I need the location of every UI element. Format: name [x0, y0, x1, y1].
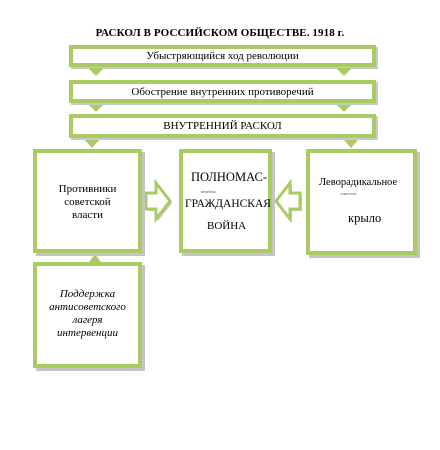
box-support-line1: Поддержка [59, 288, 116, 300]
arrow-down-1a [88, 68, 104, 76]
arrow-down-3b [343, 139, 359, 148]
box-opponents: Противники советской власти [33, 149, 142, 253]
box-support-line4: интервенции [57, 327, 118, 339]
bar-internal-split: ВНУТРЕННИЙ РАСКОЛ [69, 114, 376, 138]
box-civil-war-line1: ПОЛНОМАС- [191, 170, 267, 184]
box-civil-war-line3: ВОЙНА [207, 220, 247, 232]
bar-internal-split-label: ВНУТРЕННИЙ РАСКОЛ [163, 120, 282, 132]
bar-accelerating-revolution: Убыстряющийся ход революции [69, 45, 376, 67]
arrow-down-1b [336, 68, 352, 76]
arrow-right-to-center [144, 178, 172, 224]
diagram-title: РАСКОЛ В РОССИЙСКОМ ОБЩЕСТВЕ. 1918 г. [95, 27, 345, 39]
box-support-line3: лагеря [72, 314, 103, 326]
bar-internal-contradictions-label: Обострение внутренних противоречий [131, 85, 314, 98]
box-civil-war-line2: ГРАЖДАНСКАЯ [185, 198, 271, 210]
box-intervention-support: Поддержка антисоветского лагеря интервен… [33, 262, 142, 368]
box-opponents-line2: советской [64, 196, 111, 208]
arrow-down-3a [84, 139, 100, 148]
bar-accelerating-revolution-label: Убыстряющийся ход революции [146, 50, 299, 62]
arrow-up-support [89, 254, 101, 262]
box-left-radical-small: советское [340, 191, 357, 196]
arrow-down-2b [336, 104, 352, 112]
arrow-down-2a [88, 104, 104, 112]
box-left-radical: Леворадикальное советское крыло [306, 149, 417, 255]
box-left-radical-line1: Леворадикальное [319, 177, 398, 188]
box-opponents-line3: власти [72, 209, 103, 221]
box-support-line2: антисоветского [49, 301, 126, 313]
box-opponents-line1: Противники [58, 183, 117, 195]
box-left-radical-line2: крыло [348, 211, 382, 225]
box-civil-war: ПОЛНОМАС- штабная ГРАЖДАНСКАЯ ВОЙНА [179, 149, 272, 253]
box-civil-war-small: штабная [201, 189, 216, 194]
bar-internal-contradictions: Обострение внутренних противоречий [69, 80, 376, 103]
arrow-left-to-center [274, 178, 302, 224]
